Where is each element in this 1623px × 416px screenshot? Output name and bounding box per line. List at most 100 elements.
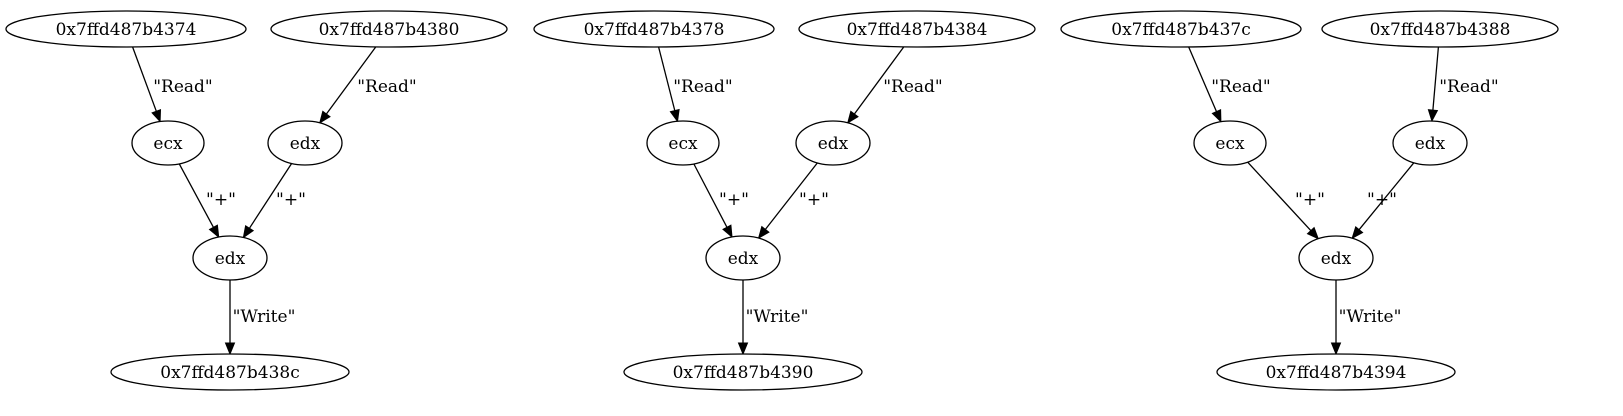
node-label: 0x7ffd487b4390 — [673, 363, 814, 383]
node-label: 0x7ffd487b4384 — [847, 20, 988, 40]
arrowhead — [757, 225, 770, 240]
edge-read-a: "Read" — [1188, 46, 1271, 123]
node-ellipse — [1193, 120, 1267, 166]
node-ellipse — [267, 120, 343, 166]
graph-1: "Read" "Read" "+" "+" "Write" 0x7ffd487b4374 0… — [5, 10, 508, 391]
edge-line — [853, 46, 905, 115]
node-label: ecx — [153, 134, 183, 154]
edge-label-read-a: "Read" — [153, 77, 213, 97]
edge-line — [1358, 162, 1415, 231]
edge-label-read-b: "Read" — [357, 77, 417, 97]
node-ellipse — [533, 10, 775, 48]
node-src-a: 0x7ffd487b4374 — [5, 10, 247, 48]
arrowhead — [722, 224, 733, 239]
edge-label-add-b: "+" — [799, 190, 829, 210]
edge-label-read-a: "Read" — [1211, 77, 1271, 97]
node-label: edx — [1321, 249, 1352, 269]
node-label: 0x7ffd487b437c — [1111, 20, 1250, 40]
edge-line — [131, 46, 157, 112]
node-sum: edx — [1298, 235, 1374, 281]
edge-line — [248, 163, 293, 229]
arrowhead — [208, 224, 220, 239]
node-src-a: 0x7ffd487b4378 — [533, 10, 775, 48]
node-reg-b: edx — [1392, 120, 1468, 166]
node-ellipse — [646, 120, 720, 166]
edge-line — [1247, 161, 1312, 232]
arrowhead — [669, 108, 680, 123]
node-label: 0x7ffd487b4374 — [56, 20, 197, 40]
node-ellipse — [1321, 10, 1559, 48]
arrowhead — [242, 224, 255, 239]
node-reg-a: ecx — [1193, 120, 1267, 166]
edge-label-add-b: "+" — [1367, 190, 1397, 210]
edge-label-add-a: "+" — [1295, 190, 1325, 210]
node-ellipse — [1392, 120, 1468, 166]
node-ellipse — [1060, 10, 1302, 48]
edge-label-write: "Write" — [746, 307, 809, 327]
node-ellipse — [705, 235, 781, 281]
node-src-b: 0x7ffd487b4384 — [798, 10, 1036, 48]
node-ellipse — [623, 353, 863, 391]
node-dest: 0x7ffd487b4390 — [623, 353, 863, 391]
edge-add-a: "+" — [178, 163, 236, 239]
edge-label-read-b: "Read" — [883, 77, 943, 97]
arrowhead — [1306, 226, 1320, 240]
edge-write: "Write" — [224, 280, 296, 356]
edge-add-b: "+" — [1351, 162, 1415, 240]
edge-read-b: "Read" — [319, 46, 417, 124]
node-label: 0x7ffd487b4378 — [584, 20, 725, 40]
edge-line — [657, 46, 676, 111]
edge-label-add-a: "+" — [719, 190, 749, 210]
edge-line — [1188, 46, 1218, 112]
arrowhead — [1351, 225, 1364, 240]
node-ellipse — [795, 120, 871, 166]
edge-label-read-a: "Read" — [673, 77, 733, 97]
arrowhead — [151, 108, 162, 123]
node-ellipse — [798, 10, 1036, 48]
edge-label-write: "Write" — [233, 307, 296, 327]
edge-line — [325, 46, 377, 115]
edge-line — [764, 162, 818, 230]
node-reg-a: ecx — [131, 120, 205, 166]
node-sum: edx — [192, 235, 268, 281]
arrowhead — [847, 110, 859, 124]
node-label: 0x7ffd487b4394 — [1266, 363, 1407, 383]
edge-label-add-a: "+" — [206, 190, 236, 210]
node-label: edx — [1415, 134, 1446, 154]
node-ellipse — [192, 235, 268, 281]
node-label: edx — [215, 249, 246, 269]
node-src-b: 0x7ffd487b4380 — [270, 10, 508, 48]
edge-line — [178, 163, 215, 228]
edge-line — [693, 163, 728, 228]
node-dest: 0x7ffd487b438c — [110, 353, 350, 391]
node-ellipse — [1298, 235, 1374, 281]
edge-line — [1432, 46, 1440, 111]
node-label: ecx — [668, 134, 698, 154]
node-reg-b: edx — [267, 120, 343, 166]
edge-write: "Write" — [737, 280, 809, 356]
node-sum: edx — [705, 235, 781, 281]
node-label: edx — [818, 134, 849, 154]
edge-add-b: "+" — [242, 163, 306, 239]
edge-read-b: "Read" — [1427, 46, 1499, 123]
node-ellipse — [270, 10, 508, 48]
edge-add-a: "+" — [693, 163, 749, 239]
node-ellipse — [5, 10, 247, 48]
graph-2: "Read" "Read" "+" "+" "Write" 0x7ffd487b4378 0… — [533, 10, 1036, 391]
edge-add-b: "+" — [757, 162, 829, 240]
node-reg-b: edx — [795, 120, 871, 166]
node-src-a: 0x7ffd487b437c — [1060, 10, 1302, 48]
edge-read-a: "Read" — [657, 46, 733, 123]
edge-read-b: "Read" — [847, 46, 943, 124]
node-src-b: 0x7ffd487b4388 — [1321, 10, 1559, 48]
arrowhead — [1427, 109, 1439, 123]
node-label: 0x7ffd487b4388 — [1370, 20, 1511, 40]
node-label: 0x7ffd487b4380 — [319, 20, 460, 40]
node-label: ecx — [1215, 134, 1245, 154]
node-dest: 0x7ffd487b4394 — [1216, 353, 1456, 391]
edge-add-a: "+" — [1247, 161, 1325, 240]
edge-read-a: "Read" — [131, 46, 213, 123]
edge-label-add-b: "+" — [276, 190, 306, 210]
